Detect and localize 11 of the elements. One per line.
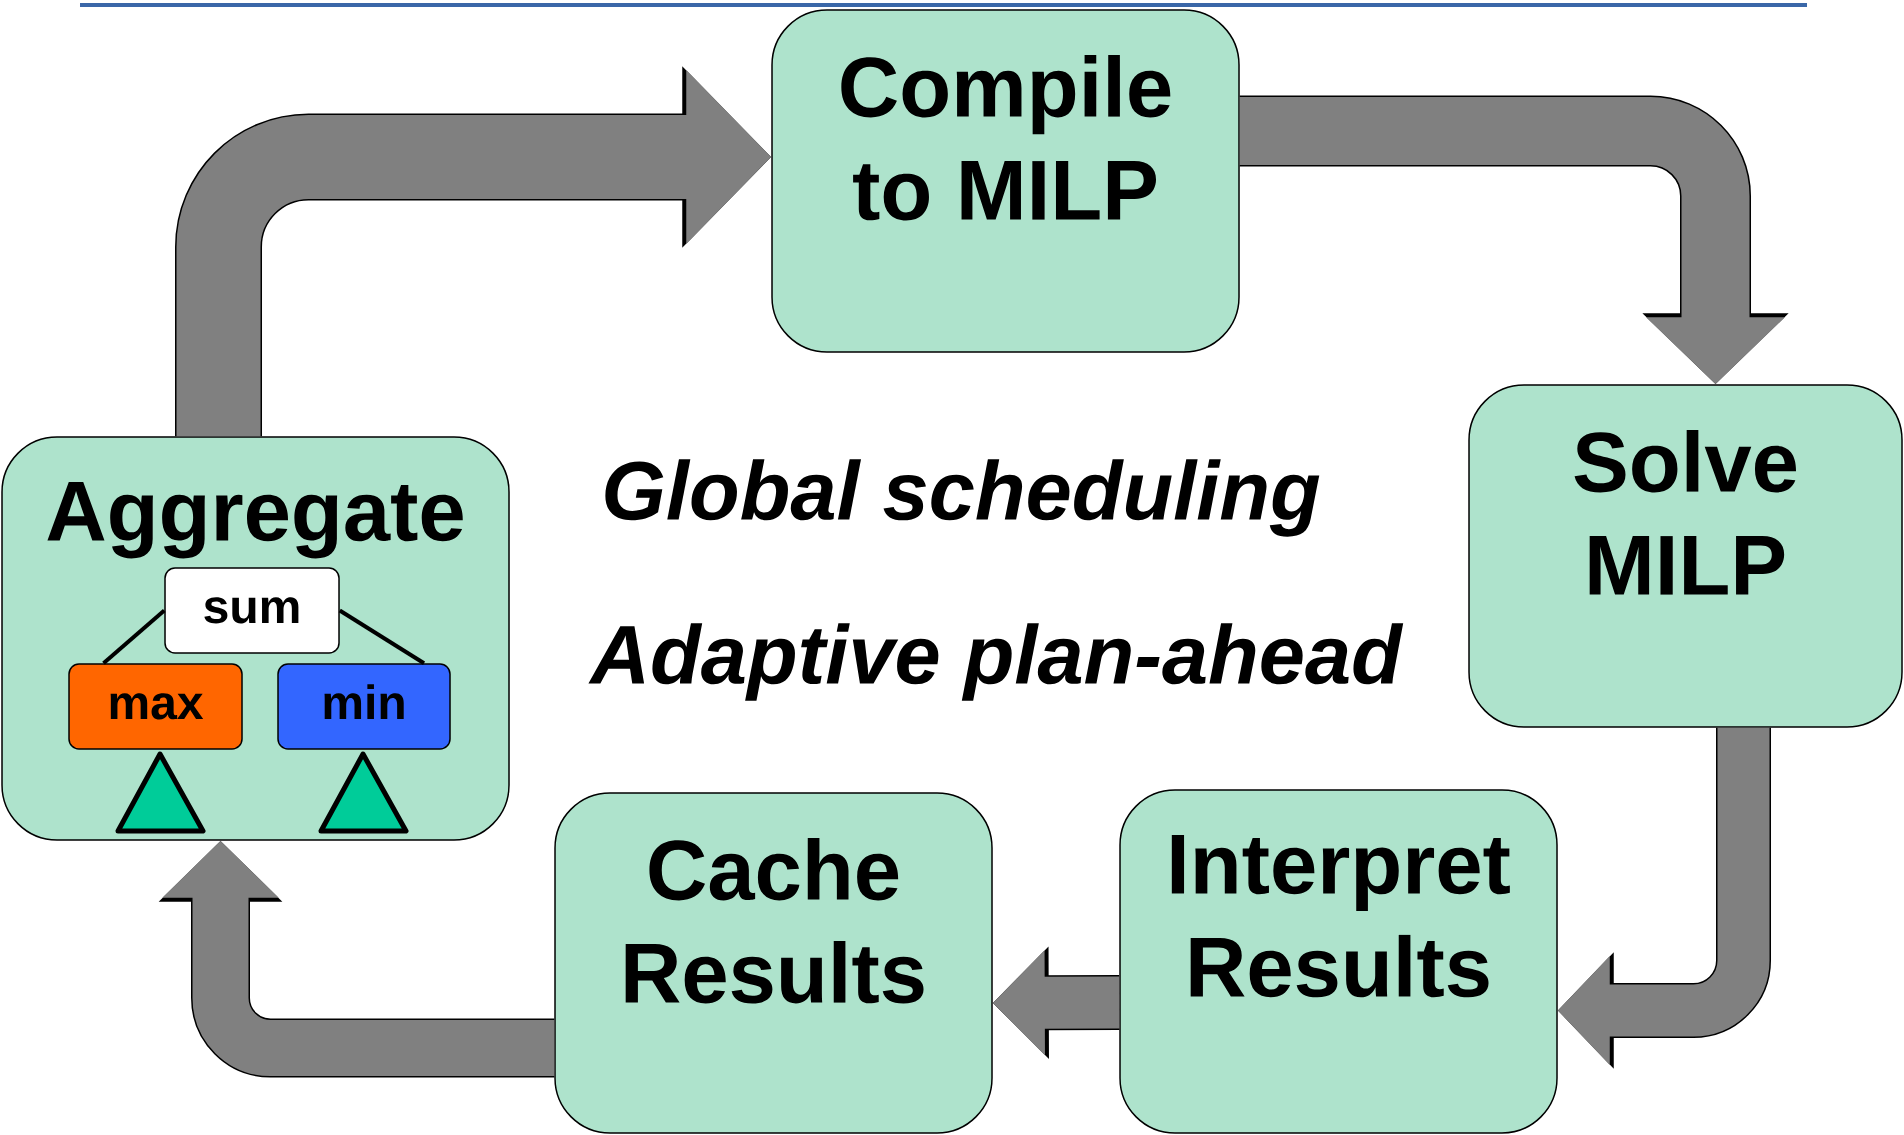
process-box: Interpret Results — [1119, 789, 1558, 1134]
process-box: Solve MILP — [1468, 384, 1903, 728]
process-box: Compile to MILP — [771, 9, 1240, 353]
operator-box: sum — [164, 567, 340, 654]
operator-box: max — [68, 663, 243, 750]
connector-line — [338, 608, 426, 665]
process-box: Cache Results — [554, 792, 993, 1134]
caption-text: Adaptive plan-ahead — [588, 623, 1404, 701]
connector-line — [102, 609, 166, 665]
caption-text: Global scheduling — [605, 459, 1320, 537]
operator-box: min — [277, 663, 451, 750]
